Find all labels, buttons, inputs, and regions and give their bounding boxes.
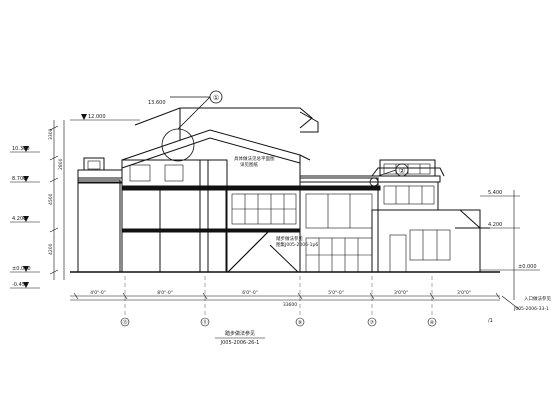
level-label-left-ridge: 10.300 [12,146,30,152]
level-label-third-floor: 8.700 [12,176,26,182]
level-label-upper-roof: 12.000 [88,114,106,120]
level-label-right-canopy: 4.200 [488,222,502,228]
bottom-dim-4: 5'0"-0" [328,290,344,296]
left-height-dims: 3300 4500 4200 2800 [48,128,64,255]
bottom-dim-3: 6'0"-0" [242,290,258,296]
height-dim-2: 4500 [48,193,54,205]
level-label-right-eave: 5.400 [488,190,502,196]
floor-note: 踏步做法参见 [276,235,303,242]
left-dimension-chain [10,119,140,289]
bottom-dimension-texts: 4'0"-0" 8'0"-0" 6'0"-0" 5'0"-0" 3'0"0" 3… [90,290,471,308]
detail-marker-2: ② [399,167,405,175]
level-label-second-floor: 4.200 [12,216,26,222]
height-dim-1: 3300 [48,128,54,140]
height-dim-3: 4200 [48,243,54,255]
right-level-markers [480,190,540,311]
axis-label-1: ⑬ [122,319,127,326]
level-label-roof-top: 13.600 [148,100,166,106]
axis-label-3: ⑨ [298,320,302,326]
right-ref: J005-2006-33-1 [513,306,549,312]
bottom-dim-2: 8'0"-0" [157,290,173,296]
building-outline [70,107,500,273]
window-grid [87,160,451,273]
sheet-tag: /1 [488,318,493,324]
overall-dimension: 33600 [283,302,297,308]
level-label-ground: ±0.000 [12,266,31,272]
detail-callouts [161,90,409,187]
axis-label-4: ⑦ [370,320,375,326]
ref-code: J005-2006-26-1 [220,340,260,346]
bottom-dimension-chain [70,292,501,301]
right-note: 入口做法参见 [524,295,551,302]
bottom-dim-1: 4'0"-0" [90,290,106,296]
floor-note-ref: 图集J005-2006-1p6 [276,241,318,248]
bottom-dim-5: 3'0"0" [394,290,408,296]
bottom-dim-6: 3'0"0" [457,290,471,296]
level-label-grade: -0.450 [12,282,28,288]
ref-title: 踏步做法参见 [225,330,255,337]
level-label-right-ground: ±0.000 [518,264,537,270]
atrium-note: 具体做法见总平面图 [234,155,275,162]
height-dim-4: 2800 [58,158,64,170]
axis-label-5: ④ [430,320,435,326]
axis-lines [124,276,433,318]
atrium-note-2: 详见图纸 [240,161,258,168]
axis-label-2: ⑪ [202,319,207,326]
left-level-markers [23,114,87,288]
axis-labels: ⑬ ⑪ ⑨ ⑦ ④ [122,319,434,326]
detail-marker-1: ① [213,94,219,102]
axis-bubbles [120,317,437,327]
